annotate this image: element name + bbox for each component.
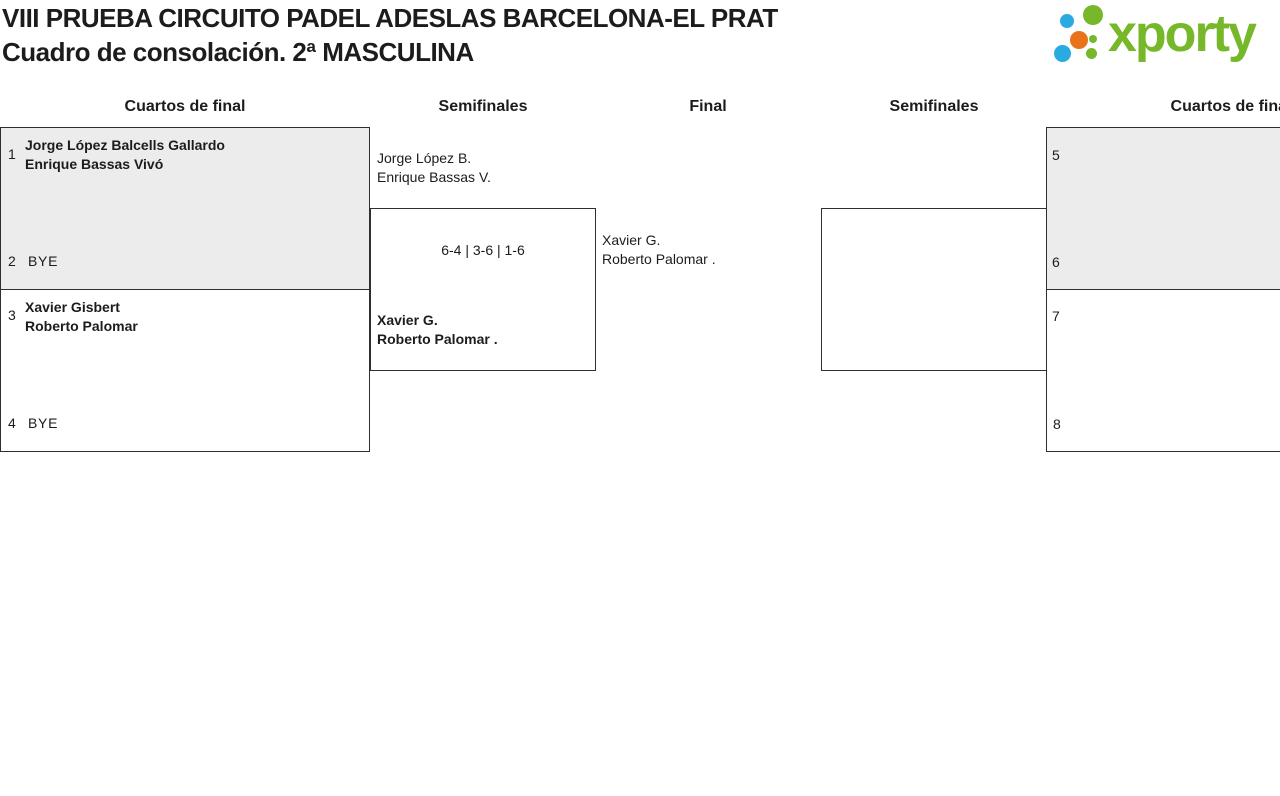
match-box-quarterfinal-left-bottom xyxy=(0,290,370,452)
player-name: Roberto Palomar . xyxy=(377,331,498,347)
logo-dot-icon xyxy=(1083,5,1103,25)
seed-number: 8 xyxy=(1053,416,1061,432)
match-box-quarterfinal-right-top xyxy=(1046,127,1280,290)
page-title: VIII PRUEBA CIRCUITO PADEL ADESLAS BARCE… xyxy=(2,3,778,33)
match-score: 6-4 | 3-6 | 1-6 xyxy=(441,242,525,258)
semifinal-left-winner-team: Xavier G. Roberto Palomar . xyxy=(377,311,498,349)
logo-dot-icon xyxy=(1086,48,1097,59)
logo-dot-icon xyxy=(1060,14,1074,28)
match-box-quarterfinal-right-bottom xyxy=(1046,290,1280,452)
team-pair-2: Xavier Gisbert Roberto Palomar xyxy=(25,298,138,336)
final-team: Xavier G. Roberto Palomar . xyxy=(602,231,716,269)
bye-label: BYE xyxy=(28,253,59,269)
round-header-right-quarterfinals: Cuartos de final xyxy=(1170,98,1280,115)
player-name: Xavier Gisbert xyxy=(25,299,120,315)
logo-dot-icon xyxy=(1089,35,1097,43)
player-name: Jorge López B. xyxy=(377,150,472,166)
logo-dot-icon xyxy=(1054,45,1071,62)
player-name: Xavier G. xyxy=(377,312,438,328)
player-name: Enrique Bassas V. xyxy=(377,169,491,185)
round-header-final: Final xyxy=(689,98,727,115)
bye-label: BYE xyxy=(28,415,59,431)
match-box-semifinal-left xyxy=(370,208,596,371)
player-name: Jorge López Balcells Gallardo xyxy=(25,137,225,153)
seed-number: 6 xyxy=(1052,254,1060,270)
xporty-logo[interactable]: xporty xyxy=(1050,0,1280,72)
player-name: Roberto Palomar . xyxy=(602,251,716,267)
seed-number: 1 xyxy=(8,146,16,162)
seed-number: 7 xyxy=(1052,308,1060,324)
seed-number: 2 xyxy=(8,253,16,269)
match-box-semifinal-right xyxy=(821,208,1047,371)
seed-number: 3 xyxy=(8,307,16,323)
player-name: Xavier G. xyxy=(602,232,661,248)
logo-wordmark: xporty xyxy=(1108,5,1257,63)
seed-number: 5 xyxy=(1052,147,1060,163)
team-pair-1: Jorge López Balcells Gallardo Enrique Ba… xyxy=(25,136,225,174)
logo-dot-icon xyxy=(1070,31,1088,49)
player-name: Roberto Palomar xyxy=(25,318,138,334)
match-box-quarterfinal-left-top xyxy=(0,127,370,290)
round-header-left-quarterfinals: Cuartos de final xyxy=(124,98,246,115)
round-header-right-semifinals: Semifinales xyxy=(889,98,979,115)
semifinal-left-top-team: Jorge López B. Enrique Bassas V. xyxy=(377,149,491,187)
round-header-left-semifinals: Semifinales xyxy=(438,98,528,115)
page-subtitle: Cuadro de consolación. 2ª MASCULINA xyxy=(2,37,474,67)
seed-number: 4 xyxy=(8,415,16,431)
player-name: Enrique Bassas Vivó xyxy=(25,156,164,172)
